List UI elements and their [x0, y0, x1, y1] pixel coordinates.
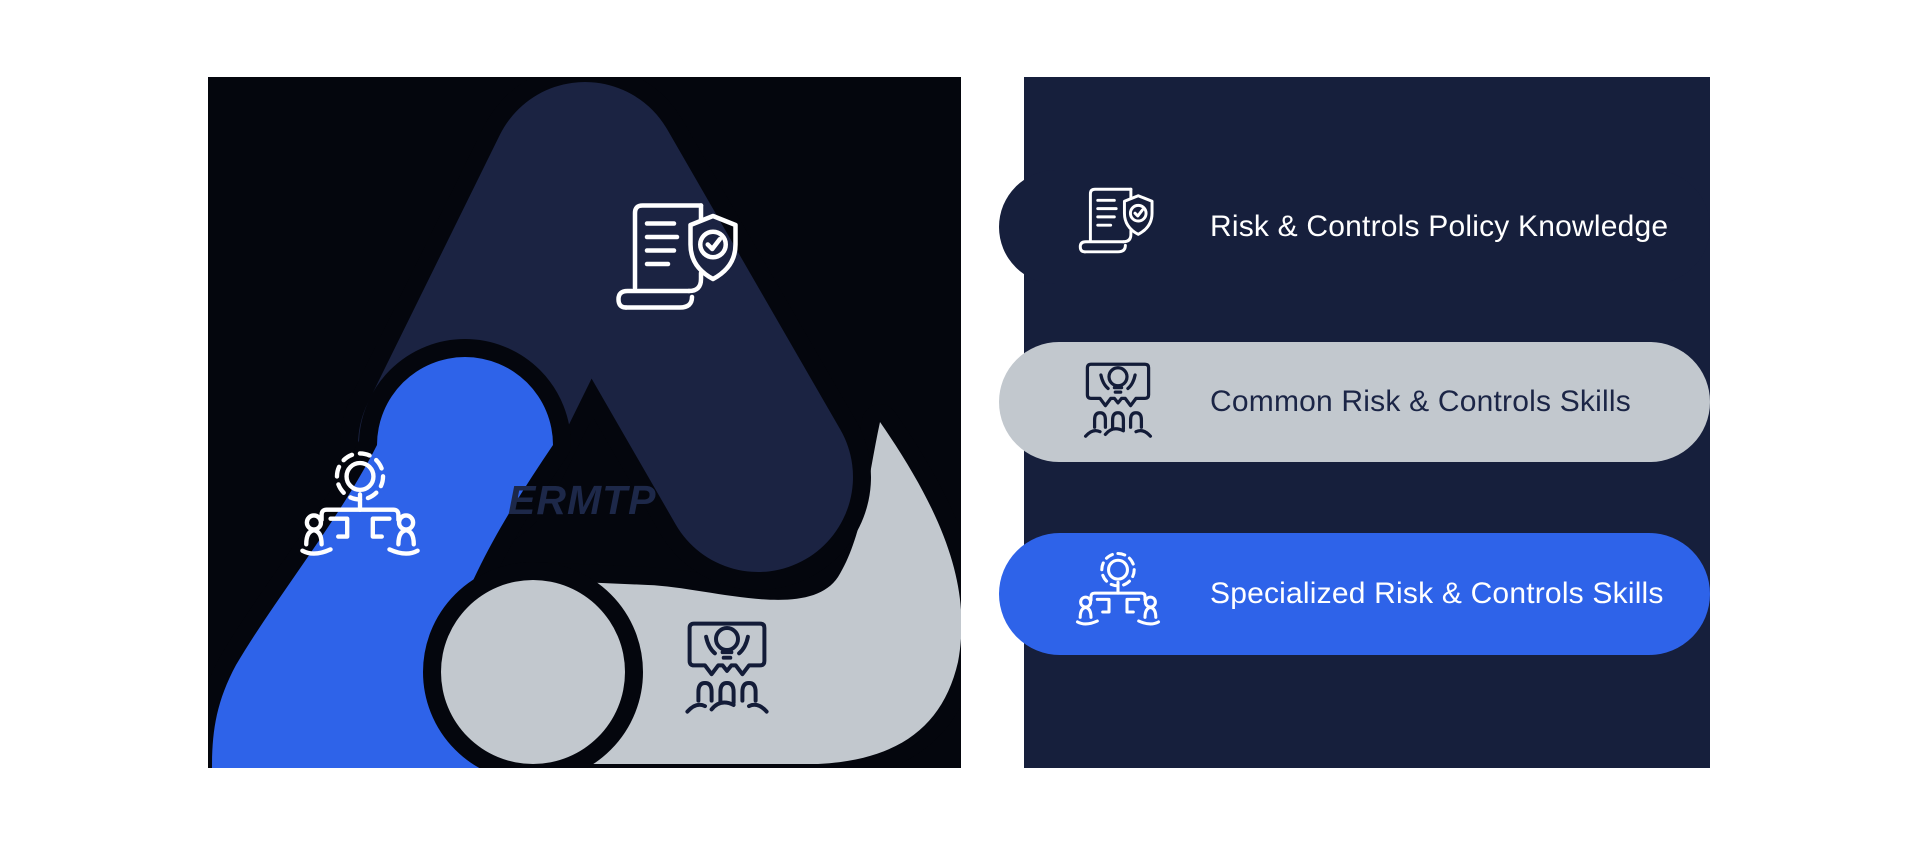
legend-item-specialized-skills: Specialized Risk & Controls Skills	[999, 533, 1710, 655]
gray-cap-overlap	[423, 562, 643, 768]
erm-triangle-diagram: ERMTP	[208, 77, 961, 768]
legend-item-policy-knowledge: Risk & Controls Policy Knowledge	[999, 170, 1710, 284]
gear-orgchart-icon	[300, 451, 420, 556]
legend-label: Risk & Controls Policy Knowledge	[1210, 210, 1669, 243]
document-shield-icon	[1072, 181, 1164, 273]
legend-label: Specialized Risk & Controls Skills	[1210, 577, 1664, 610]
lightbulb-team-icon	[685, 621, 769, 714]
gear-orgchart-icon	[1072, 548, 1164, 640]
legend-item-common-skills: Common Risk & Controls Skills	[999, 342, 1710, 462]
lightbulb-team-icon	[1072, 356, 1164, 448]
diagram-center-label: ERMTP	[508, 477, 657, 523]
legend-label: Common Risk & Controls Skills	[1210, 385, 1631, 418]
document-shield-icon	[616, 203, 738, 310]
triangle-loop-graphic: ERMTP	[208, 77, 961, 768]
